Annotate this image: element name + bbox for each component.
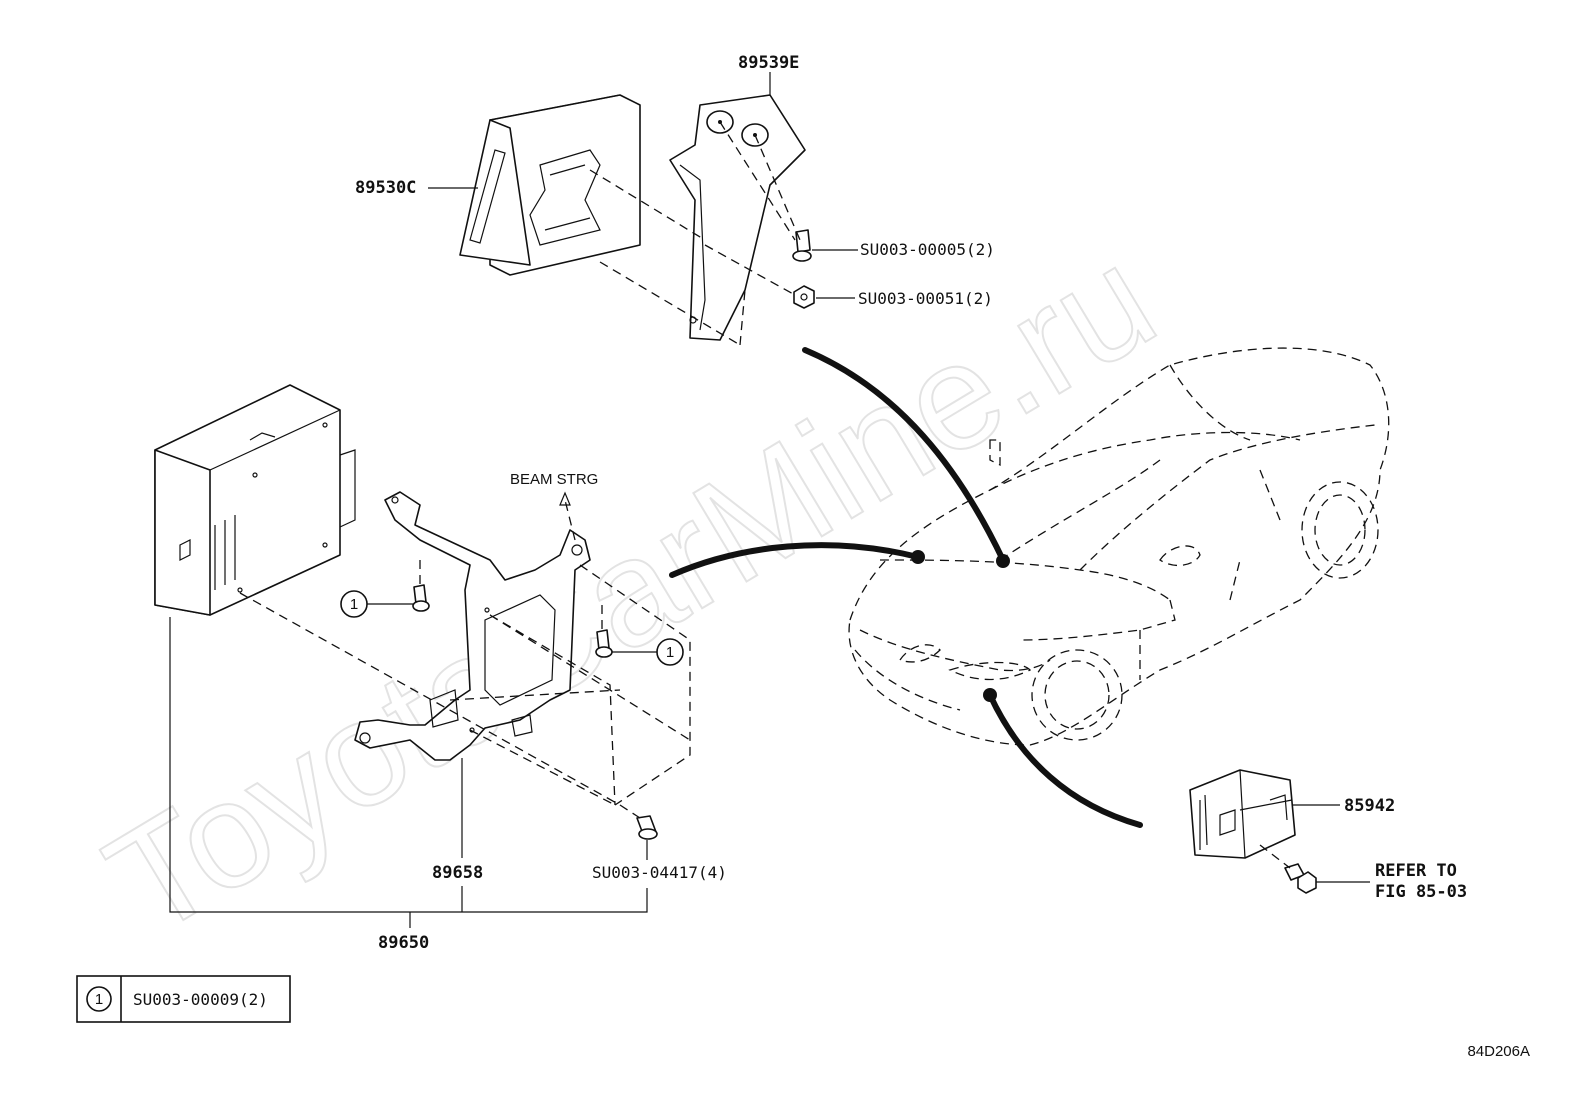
svg-text:89539E: 89539E (738, 53, 799, 73)
legend-part: SU003-00009(2) (133, 990, 268, 1009)
label-su003-04417: SU003-04417(4) (592, 840, 727, 882)
nut-su003-00051 (793, 285, 815, 309)
pointer-to-85942 (987, 692, 1143, 828)
car-outline (848, 347, 1390, 746)
label-89530c: 89530C (355, 178, 478, 198)
bracket-89539e (669, 94, 806, 341)
svg-text:FIG 85-03: FIG 85-03 (1375, 882, 1467, 902)
callout-1-right: 1 (612, 638, 684, 666)
label-su003-00005: SU003-00005(2) (812, 240, 995, 259)
legend-symbol: 1 (95, 991, 103, 1008)
figure-code: 84D206A (1467, 1043, 1530, 1060)
label-89650: 89650 (169, 617, 648, 953)
label-beam-strg: BEAM STRG (510, 471, 598, 488)
svg-text:SU003-00005(2): SU003-00005(2) (860, 240, 995, 259)
screw-right-1 (595, 629, 613, 658)
ecu-89650 (154, 384, 356, 616)
label-refer-fig: REFER TO FIG 85-03 (1316, 861, 1467, 902)
pointer-to-89650 (669, 542, 921, 578)
svg-text:1: 1 (666, 644, 674, 661)
svg-text:1: 1 (350, 596, 358, 613)
svg-text:89650: 89650 (378, 933, 429, 953)
ecu-89530c (459, 94, 641, 276)
screw-su003-04417 (636, 815, 658, 840)
screw-su003-00005 (792, 229, 812, 262)
sensor-85942 (1189, 769, 1296, 859)
label-89658: 89658 (432, 758, 483, 883)
callout-1-left: 1 (340, 590, 413, 618)
svg-text:89658: 89658 (432, 863, 483, 883)
label-85942: 85942 (1292, 796, 1395, 816)
pointer-to-89530c (802, 347, 1006, 563)
label-89539e: 89539E (738, 53, 799, 96)
svg-text:SU003-04417(4): SU003-04417(4) (592, 863, 727, 882)
screw-left-1 (412, 584, 430, 612)
legend-box: 1 SU003-00009(2) (76, 975, 291, 1023)
svg-text:89530C: 89530C (355, 178, 416, 198)
svg-text:REFER TO: REFER TO (1375, 861, 1457, 881)
bracket-89658 (354, 491, 591, 761)
label-su003-00051: SU003-00051(2) (816, 289, 993, 308)
svg-text:85942: 85942 (1344, 796, 1395, 816)
svg-text:SU003-00051(2): SU003-00051(2) (858, 289, 993, 308)
